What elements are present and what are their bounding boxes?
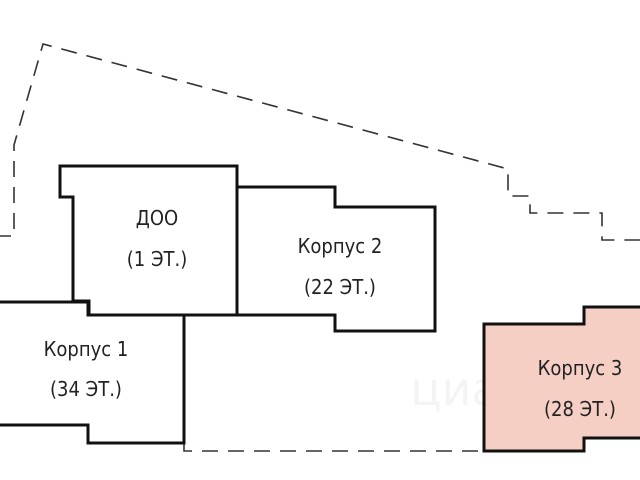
building-korpus-1[interactable]: Корпус 1 (34 ЭТ.) [0,300,186,445]
building-korpus-3[interactable]: Корпус 3 (28 ЭТ.) [482,305,640,453]
site-boundary [0,43,640,241]
building-doo-floors: (1 ЭТ.) [127,247,187,271]
building-korpus-2-outline [235,185,437,333]
building-doo[interactable]: ДОО (1 ЭТ.) [58,164,239,317]
building-korpus-1-floors: (34 ЭТ.) [50,377,122,401]
building-korpus-1-outline [0,300,186,445]
building-korpus-1-name: Корпус 1 [44,337,129,361]
building-korpus-2[interactable]: Корпус 2 (22 ЭТ.) [235,185,437,333]
building-korpus-2-name: Корпус 2 [298,234,383,258]
building-korpus-3-outline [482,305,640,453]
building-doo-outline [58,164,239,317]
building-korpus-3-floors: (28 ЭТ.) [544,397,616,421]
site-boundary-bottom [183,443,484,452]
building-korpus-3-name: Корпус 3 [538,356,623,380]
building-korpus-2-floors: (22 ЭТ.) [304,275,376,299]
building-doo-name: ДОО [136,206,178,230]
